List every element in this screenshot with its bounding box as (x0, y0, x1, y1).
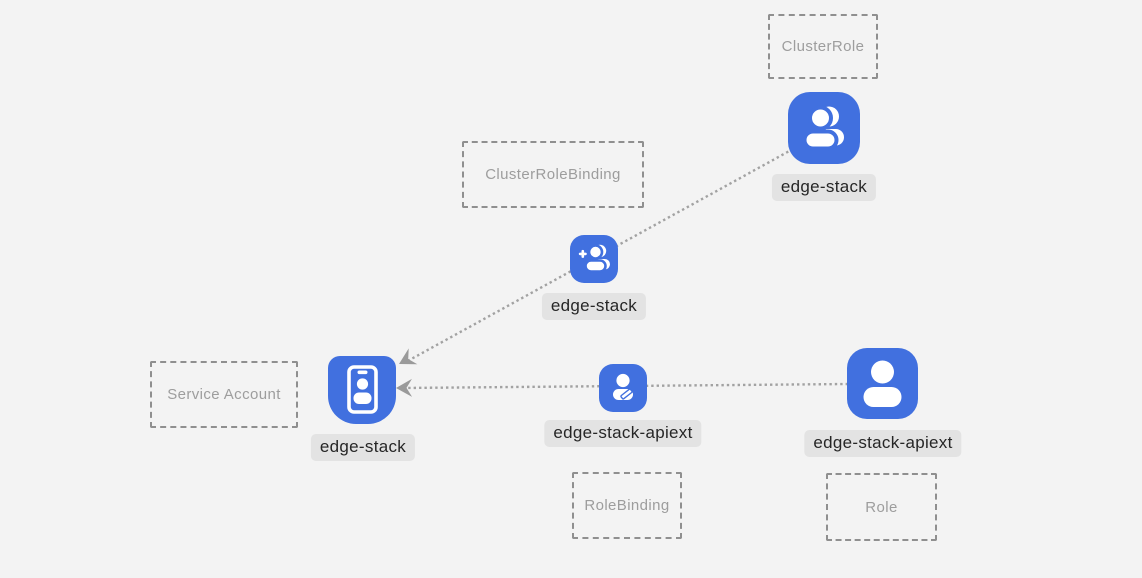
node-label-rolebinding: edge-stack-apiext (544, 420, 702, 447)
user-edit-icon (613, 373, 633, 400)
type-box-clusterrolebinding: ClusterRoleBinding (462, 141, 644, 208)
type-box-serviceaccount-label: Service Account (167, 386, 281, 403)
type-box-clusterrole: ClusterRole (768, 14, 878, 79)
user-icon (863, 360, 902, 407)
node-role-edge-stack-apiext[interactable] (847, 348, 918, 419)
type-box-clusterrole-label: ClusterRole (781, 38, 865, 55)
type-box-clusterrolebinding-label: ClusterRoleBinding (485, 166, 621, 183)
node-clusterrolebinding-edge-stack[interactable] (570, 235, 618, 283)
type-box-role: Role (826, 473, 937, 541)
type-box-serviceaccount: Service Account (150, 361, 298, 428)
node-label-serviceaccount: edge-stack (310, 434, 416, 461)
type-box-role-label: Role (865, 498, 898, 516)
type-box-rolebinding: RoleBinding (572, 472, 682, 539)
node-serviceaccount-edge-stack[interactable] (328, 356, 396, 424)
node-label-role: edge-stack-apiext (804, 430, 962, 457)
id-badge-icon (347, 365, 378, 414)
arrowhead-from-clusterrole (399, 348, 418, 365)
node-clusterrole-edge-stack[interactable] (788, 92, 860, 164)
node-label-clusterrolebinding: edge-stack (541, 293, 647, 320)
type-box-rolebinding-label: RoleBinding (584, 497, 670, 514)
users-icon (802, 105, 844, 151)
node-rolebinding-edge-stack-apiext[interactable] (599, 364, 647, 412)
arrowhead-from-role (396, 378, 413, 397)
user-plus-icon (578, 244, 610, 273)
node-label-clusterrole: edge-stack (771, 174, 877, 201)
